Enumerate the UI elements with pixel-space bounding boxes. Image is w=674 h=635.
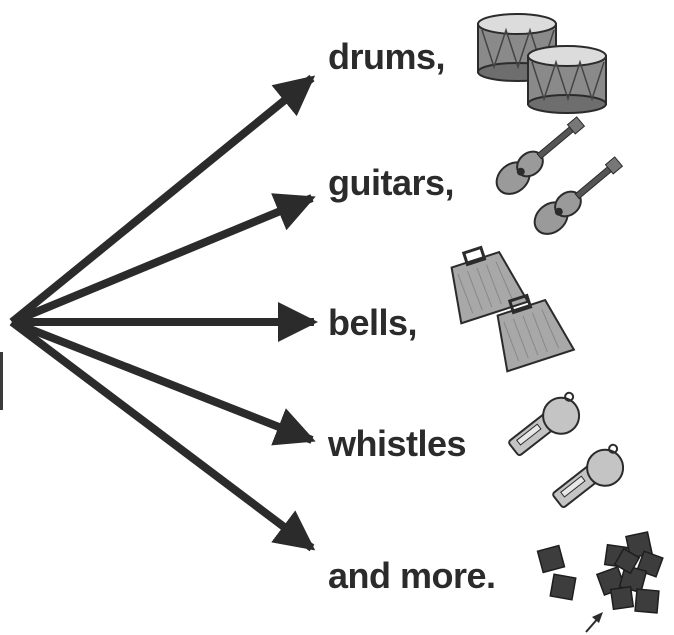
cowbell-icon	[450, 245, 576, 373]
guitar-icon	[495, 116, 624, 235]
small-arrow-icon	[585, 612, 603, 633]
arrow-to-guitars	[10, 193, 316, 326]
label-whistles: whistles	[328, 423, 467, 464]
label-bells: bells,	[328, 302, 418, 343]
label-guitars: guitars,	[328, 162, 455, 203]
arrow-to-whistles	[10, 318, 316, 446]
edge-mark	[0, 352, 3, 410]
scattered-squares-icon	[536, 531, 664, 614]
whistle-icon	[508, 391, 625, 508]
arrows	[9, 74, 318, 552]
arrow-to-drums	[9, 74, 316, 326]
label-drums: drums,	[328, 36, 446, 77]
arrow-to-more	[9, 318, 316, 552]
label-and-more: and more.	[328, 555, 496, 596]
drum-icon	[477, 13, 607, 114]
